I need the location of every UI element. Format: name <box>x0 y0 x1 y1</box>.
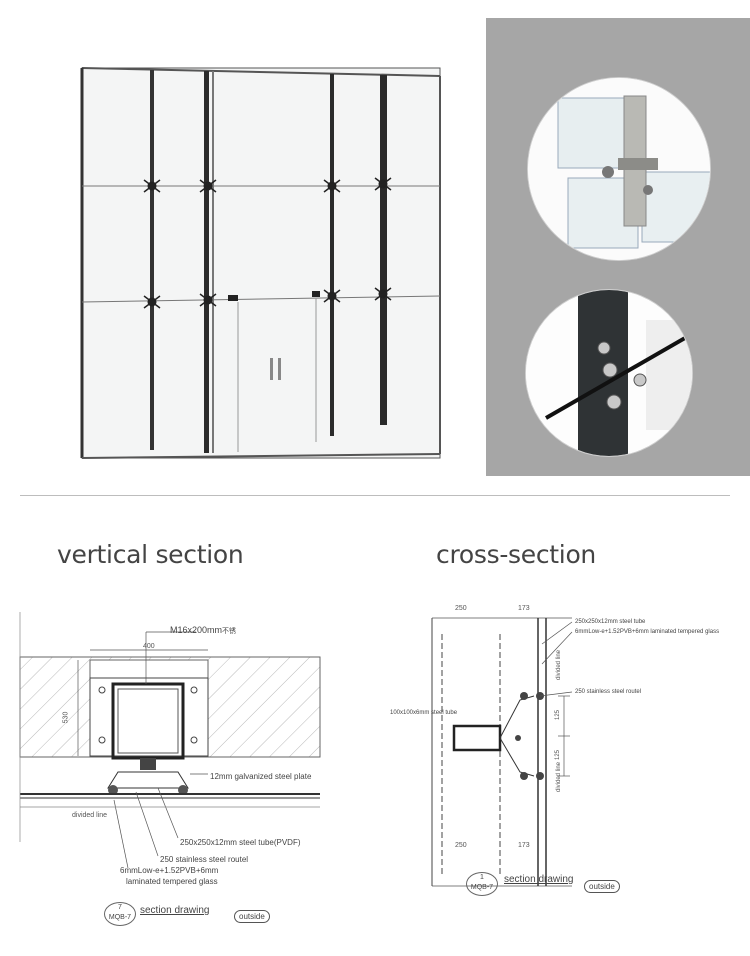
vertical-caption-num: 7 <box>118 904 122 911</box>
cross-dim-top-left: 250 <box>455 605 467 612</box>
cross-routel-label: 250 stainless steel routel <box>575 689 642 695</box>
vertical-section-drawing <box>19 612 321 869</box>
vertical-bolt-label-suffix: 不锈 <box>222 628 237 635</box>
cross-tube-label: 250x250x12mm steel tube <box>575 619 646 625</box>
cross-dim-125b: 125 <box>555 749 562 761</box>
vertical-depth-dim: 530 <box>62 711 70 724</box>
cross-dim-bottom-left: 250 <box>455 842 467 849</box>
vertical-plate-label: 12mm galvanized steel plate <box>210 772 312 781</box>
section-divider <box>20 495 730 496</box>
cross-caption-sheet: MQB-7 <box>470 884 494 891</box>
cross-section-drawing <box>431 617 573 887</box>
vertical-divided-line-label: divided line <box>72 812 108 819</box>
vertical-section-heading: vertical section <box>57 540 244 569</box>
vertical-caption: section drawing <box>140 905 210 916</box>
vertical-caption-ref: 7 MQB-7 <box>104 902 136 926</box>
fin-fixing-detail-photo <box>526 290 692 456</box>
cross-section-heading: cross-section <box>436 540 596 569</box>
vertical-bolt-label-text: M16x200mm <box>170 625 223 635</box>
glass-wall-rendering <box>80 67 441 459</box>
vertical-bolt-label: M16x200mm不锈 <box>170 625 236 636</box>
vertical-outside-label: outside <box>234 910 270 923</box>
vertical-glass-label-2: laminated tempered glass <box>126 877 218 886</box>
cross-divided-line-b: divided line <box>556 761 562 792</box>
vertical-caption-sheet: MQB-7 <box>108 914 132 921</box>
cross-caption-ref: 1 MQB-7 <box>466 872 498 896</box>
cross-dim-bottom-right: 173 <box>518 842 530 849</box>
cross-glass-label: 6mmLow-e+1.52PVB+6mm laminated tempered … <box>575 629 720 635</box>
vertical-width-dim: 400 <box>143 643 155 650</box>
cross-side-tube-label: 100x100x6mm steel tube <box>390 710 458 716</box>
cross-dim-top-right: 173 <box>518 605 530 612</box>
cross-divided-line-a: divided line <box>556 649 562 680</box>
vertical-tube-label: 250x250x12mm steel tube(PVDF) <box>180 838 301 847</box>
vertical-routel-label: 250 stainless steel routel <box>160 855 249 864</box>
cross-dim-125a: 125 <box>555 709 562 721</box>
cross-caption-num: 1 <box>480 874 484 881</box>
vertical-glass-label-1: 6mmLow-e+1.52PVB+6mm <box>120 866 219 875</box>
glass-joint-detail-image <box>528 78 710 260</box>
glass-joint-detail-photo <box>528 78 710 260</box>
cross-caption: section drawing <box>504 874 574 885</box>
cross-outside-label: outside <box>584 880 620 893</box>
fin-fixing-detail-image <box>526 290 692 456</box>
